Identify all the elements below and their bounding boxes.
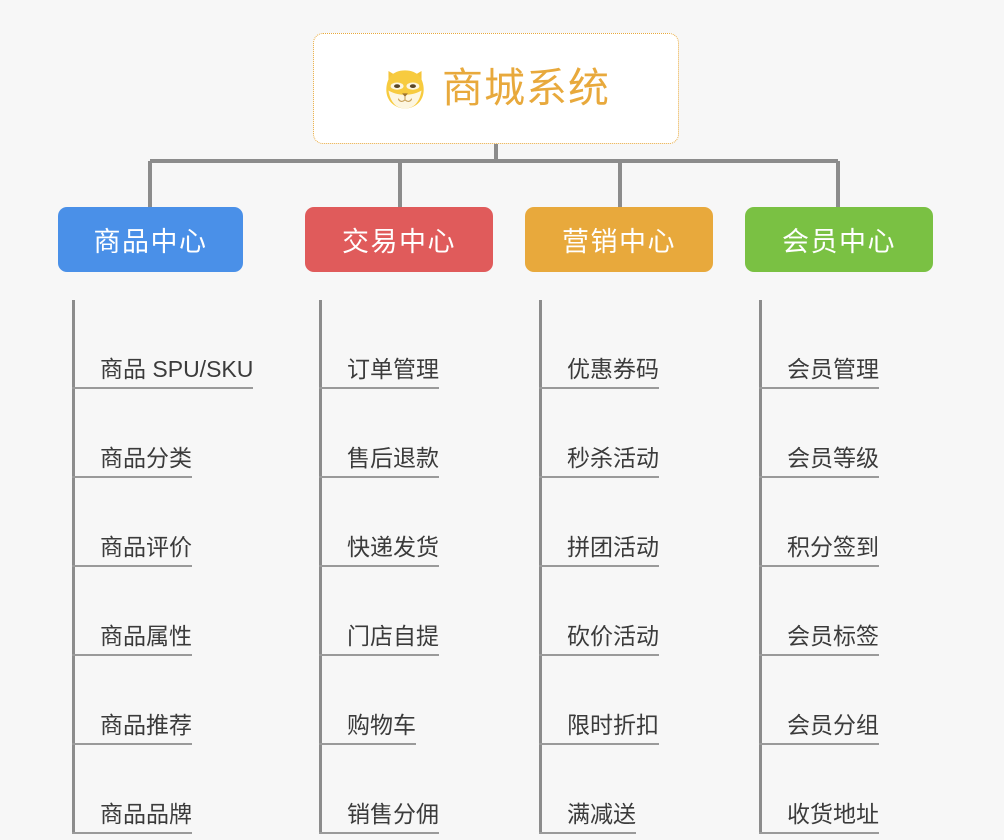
item-list-member-center: 会员管理会员等级积分签到会员标签会员分组收货地址 [745, 300, 933, 834]
list-item[interactable]: 会员分组 [759, 656, 933, 745]
category-box-trade-center[interactable]: 交易中心 [305, 207, 493, 272]
list-item-label: 收货地址 [759, 801, 879, 834]
list-item-label: 商品属性 [72, 623, 192, 656]
category-label: 交易中心 [342, 227, 456, 257]
list-item[interactable]: 会员等级 [759, 389, 933, 478]
list-item-label: 门店自提 [319, 623, 439, 656]
list-item-label: 满减送 [539, 801, 636, 834]
list-item[interactable]: 销售分佣 [319, 745, 493, 834]
list-item-label: 会员管理 [759, 356, 879, 389]
connector-spine [539, 300, 542, 834]
list-item-label: 会员分组 [759, 712, 879, 745]
list-item-label: 会员标签 [759, 623, 879, 656]
list-item-label: 商品推荐 [72, 712, 192, 745]
list-item-label: 秒杀活动 [539, 445, 659, 478]
list-item[interactable]: 限时折扣 [539, 656, 713, 745]
list-item-label: 积分签到 [759, 534, 879, 567]
list-item[interactable]: 商品评价 [72, 478, 243, 567]
list-item-label: 商品 SPU/SKU [72, 356, 254, 389]
list-item[interactable]: 优惠券码 [539, 300, 713, 389]
list-item-label: 限时折扣 [539, 712, 659, 745]
list-item[interactable]: 商品 SPU/SKU [72, 300, 254, 389]
list-item-label: 砍价活动 [539, 623, 659, 656]
list-item[interactable]: 满减送 [539, 745, 713, 834]
list-item[interactable]: 积分签到 [759, 478, 933, 567]
page-title: 商城系统 [442, 65, 610, 111]
list-item[interactable]: 秒杀活动 [539, 389, 713, 478]
item-list-trade-center: 订单管理售后退款快递发货门店自提购物车销售分佣 [305, 300, 493, 834]
list-item[interactable]: 商品推荐 [72, 656, 243, 745]
item-list-product-center: 商品 SPU/SKU 商品分类商品评价商品属性商品推荐商品品牌 [58, 300, 254, 834]
list-item[interactable]: 购物车 [319, 656, 493, 745]
category-box-member-center[interactable]: 会员中心 [745, 207, 933, 272]
list-item-label: 优惠券码 [539, 356, 659, 389]
list-item-label: 购物车 [319, 712, 416, 745]
column-product-center: 商品中心商品 SPU/SKU 商品分类商品评价商品属性商品推荐商品品牌 [58, 207, 254, 834]
shiba-dog-face-icon [386, 69, 424, 108]
list-item-label: 订单管理 [319, 356, 439, 389]
list-item[interactable]: 会员标签 [759, 567, 933, 656]
category-label: 会员中心 [782, 227, 896, 257]
list-item[interactable]: 门店自提 [319, 567, 493, 656]
connector-spine [72, 300, 75, 834]
column-member-center: 会员中心会员管理会员等级积分签到会员标签会员分组收货地址 [745, 207, 933, 834]
list-item[interactable]: 订单管理 [319, 300, 493, 389]
list-item-label: 销售分佣 [319, 801, 439, 834]
list-item[interactable]: 商品分类 [72, 389, 243, 478]
item-list-marketing-center: 优惠券码秒杀活动拼团活动砍价活动限时折扣满减送 [525, 300, 713, 834]
list-item[interactable]: 售后退款 [319, 389, 493, 478]
root-node[interactable]: 商城系统 [313, 33, 679, 144]
category-label: 营销中心 [562, 227, 676, 257]
column-marketing-center: 营销中心优惠券码秒杀活动拼团活动砍价活动限时折扣满减送 [525, 207, 713, 834]
category-box-marketing-center[interactable]: 营销中心 [525, 207, 713, 272]
category-box-product-center[interactable]: 商品中心 [58, 207, 243, 272]
list-item[interactable]: 会员管理 [759, 300, 933, 389]
list-item-label: 会员等级 [759, 445, 879, 478]
category-label: 商品中心 [93, 227, 208, 257]
list-item[interactable]: 拼团活动 [539, 478, 713, 567]
list-item-label: 商品品牌 [72, 801, 192, 834]
list-item-label: 售后退款 [319, 445, 439, 478]
connector-spine [319, 300, 322, 834]
list-item[interactable]: 砍价活动 [539, 567, 713, 656]
list-item[interactable]: 收货地址 [759, 745, 933, 834]
column-trade-center: 交易中心订单管理售后退款快递发货门店自提购物车销售分佣 [305, 207, 493, 834]
list-item-label: 拼团活动 [539, 534, 659, 567]
list-item-label: 商品评价 [72, 534, 192, 567]
list-item-label: 快递发货 [319, 534, 439, 567]
connector-spine [759, 300, 762, 834]
list-item[interactable]: 商品属性 [72, 567, 243, 656]
list-item-label: 商品分类 [72, 445, 192, 478]
list-item[interactable]: 快递发货 [319, 478, 493, 567]
list-item[interactable]: 商品品牌 [72, 745, 243, 834]
